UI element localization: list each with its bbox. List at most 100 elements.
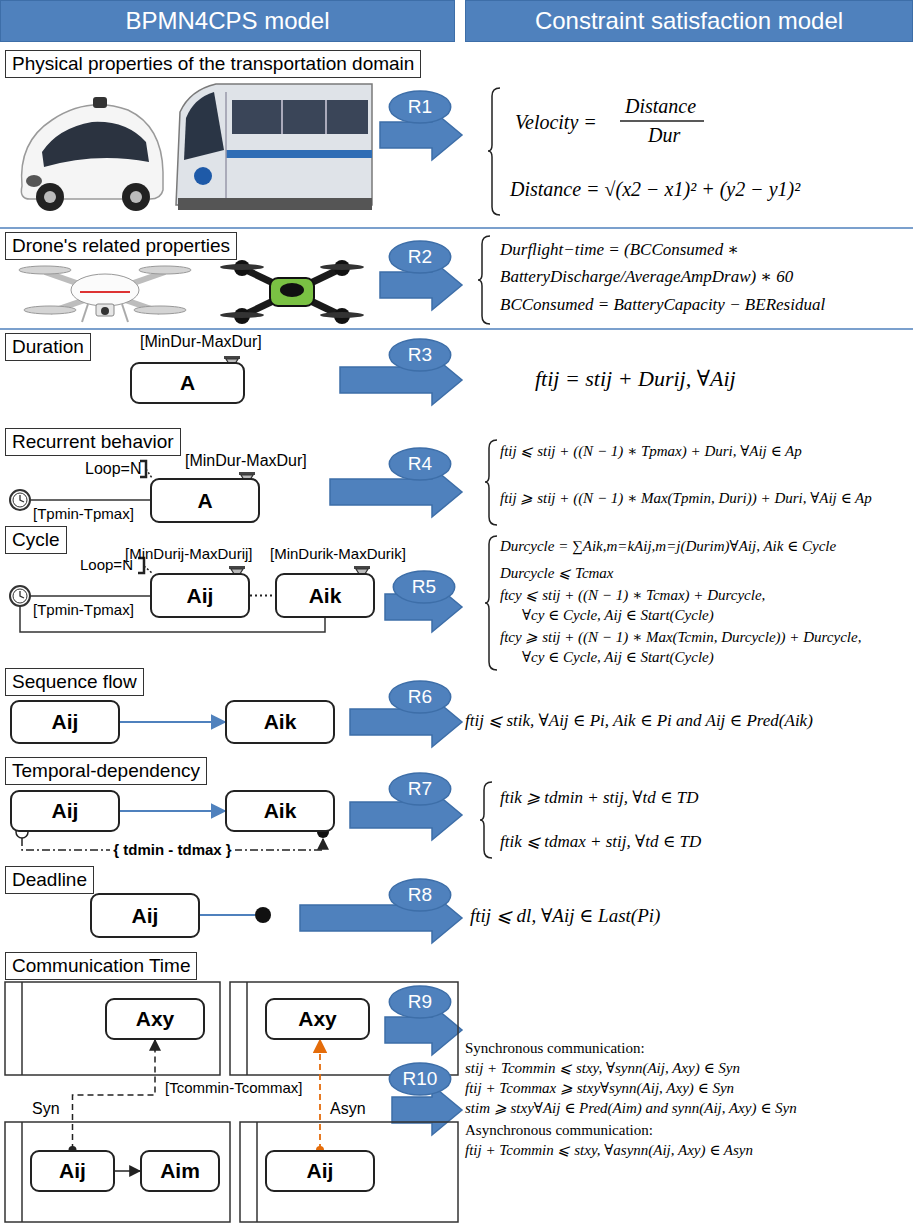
activity-box-text: Aij xyxy=(52,710,79,734)
async-message xyxy=(319,1040,321,1150)
activity-box-text: Aij xyxy=(59,1159,86,1183)
activity-box: Aik xyxy=(225,700,335,744)
sequence-flow xyxy=(120,721,225,723)
loop-label: Loop=N xyxy=(80,556,133,573)
formula: Durflight−time = (BCConsumed ∗ xyxy=(500,240,739,260)
timer-symbol xyxy=(20,495,24,502)
fraction-bar xyxy=(620,121,704,122)
rule-ellipse: R5 xyxy=(392,570,456,604)
activity-box: Aij xyxy=(30,1150,115,1192)
activity-box: Aij xyxy=(150,573,250,618)
divider-line xyxy=(0,328,913,330)
cycle-link xyxy=(250,595,275,597)
activity-box-text: A xyxy=(197,489,212,513)
rule-ellipse-text: R5 xyxy=(412,576,436,598)
activity-box: Aij xyxy=(10,790,120,832)
drone-picture xyxy=(139,266,191,274)
train-picture xyxy=(184,92,224,160)
drone-picture xyxy=(71,274,139,306)
rule-ellipse: R10 xyxy=(388,1062,452,1096)
rule-ellipse-text: R3 xyxy=(408,344,432,366)
formula: ftik ⩾ tdmin + stij, ∀td ∈ TD xyxy=(500,788,699,808)
rule-ellipse: R8 xyxy=(388,878,452,912)
ellipse-shape xyxy=(389,91,450,123)
pool xyxy=(5,982,220,1075)
activity-box-text: Aij xyxy=(52,799,79,823)
formula: stim ⩾ stxy∀Aij ∈ Pred(Aim) and synn(Aij… xyxy=(465,1100,797,1117)
header-bar: BPMN4CPS model xyxy=(0,0,455,42)
drone-picture xyxy=(80,291,130,293)
brace xyxy=(478,88,500,858)
section-title-text: Temporal-dependency xyxy=(12,760,200,782)
edge-label: { tdmin - tdmax } xyxy=(110,841,234,859)
pool xyxy=(256,1122,258,1222)
formula-heading: Synchronous communication: xyxy=(465,1040,645,1057)
formula: ∀cy ∈ Cycle, Aij ∈ Start(Cycle) xyxy=(522,649,714,666)
section-title: Drone's related properties xyxy=(5,232,237,260)
pool xyxy=(240,1122,458,1222)
formula: Durcycle = ∑Aik,m=kAij,m=j(Durim)∀Aij, A… xyxy=(500,538,836,555)
deadline-end xyxy=(200,907,271,923)
brace xyxy=(485,536,497,670)
divider-line xyxy=(0,227,913,229)
formula: ftij ⩾ stij + ((N − 1) ∗ Max(Tpmin, Duri… xyxy=(500,490,872,507)
formula: ftij ⩽ dl, ∀Aij ∈ Last(Pi) xyxy=(470,905,660,927)
section-title: Deadline xyxy=(5,866,94,894)
activity-box: Axy xyxy=(105,998,205,1040)
rule-ellipse: R2 xyxy=(388,240,452,274)
activity-box-text: Aij xyxy=(307,1159,334,1183)
car-picture xyxy=(36,183,64,211)
pool xyxy=(230,982,458,1075)
rule-ellipse: R7 xyxy=(388,772,452,806)
activity-box-text: Aim xyxy=(160,1159,200,1183)
activity-box-text: Axy xyxy=(298,1007,337,1031)
ellipse-shape xyxy=(389,339,450,371)
section-title: Recurrent behavior xyxy=(5,428,181,456)
activity-box: Axy xyxy=(265,998,370,1040)
train-picture xyxy=(176,84,372,210)
train-picture xyxy=(226,150,372,158)
interval-label: [Tcommin-Tcommax] xyxy=(165,1079,303,1096)
car-picture xyxy=(130,191,142,203)
rule-ellipse-text: R6 xyxy=(408,686,432,708)
sync-message xyxy=(73,1040,156,1150)
formula: ftij = stij + Durij, ∀Aij xyxy=(535,366,736,391)
rule-ellipse: R9 xyxy=(388,985,452,1019)
section-title-text: Duration xyxy=(12,336,84,358)
activity-box-text: A xyxy=(180,371,195,395)
activity-box: Aij xyxy=(10,700,120,744)
activity-box: A xyxy=(150,478,260,523)
ellipse-shape xyxy=(389,986,450,1018)
activity-box: Aij xyxy=(265,1150,375,1192)
loop-marker xyxy=(146,469,152,478)
rule-ellipse-text: R4 xyxy=(408,453,432,475)
formula: ftij + Tcommax ⩾ stxy∀synn(Aij, Axy) ∈ S… xyxy=(465,1080,734,1097)
car-picture xyxy=(26,175,42,187)
header-bar: Constraint satisfaction model xyxy=(465,0,913,42)
rule-ellipse: R1 xyxy=(388,90,452,124)
pool xyxy=(5,982,458,1222)
ellipse-shape xyxy=(389,879,450,911)
rule-ellipse-text: R2 xyxy=(408,246,432,268)
formula: ftcy ⩾ stij + ((N − 1) ∗ Max(Tcmin, Durc… xyxy=(500,629,861,646)
train-picture xyxy=(281,100,283,134)
timer-symbol xyxy=(20,591,24,598)
formula: ftij ⩽ stik, ∀Aij ∈ Pi, Aik ∈ Pi and Aij… xyxy=(465,711,813,731)
sequence-flow xyxy=(120,810,225,812)
section-title: Communication Time xyxy=(5,952,197,980)
formula: Distance xyxy=(625,95,696,118)
formula: ∀cy ∈ Cycle, Aij ∈ Start(Cycle) xyxy=(522,607,714,624)
brace xyxy=(478,236,490,324)
timer-symbol xyxy=(10,586,30,606)
activity-box-text: Aik xyxy=(309,584,342,608)
rule-ellipse-text: R7 xyxy=(408,778,432,800)
rule-ellipse: R4 xyxy=(388,447,452,481)
timer-symbol xyxy=(13,589,27,603)
drone-picture xyxy=(280,283,304,297)
ellipse-shape xyxy=(389,773,450,805)
activity-box: Aim xyxy=(140,1150,220,1192)
drone-picture xyxy=(101,307,109,315)
drone-picture xyxy=(96,304,114,316)
section-title-text: Physical properties of the transportatio… xyxy=(12,53,414,75)
